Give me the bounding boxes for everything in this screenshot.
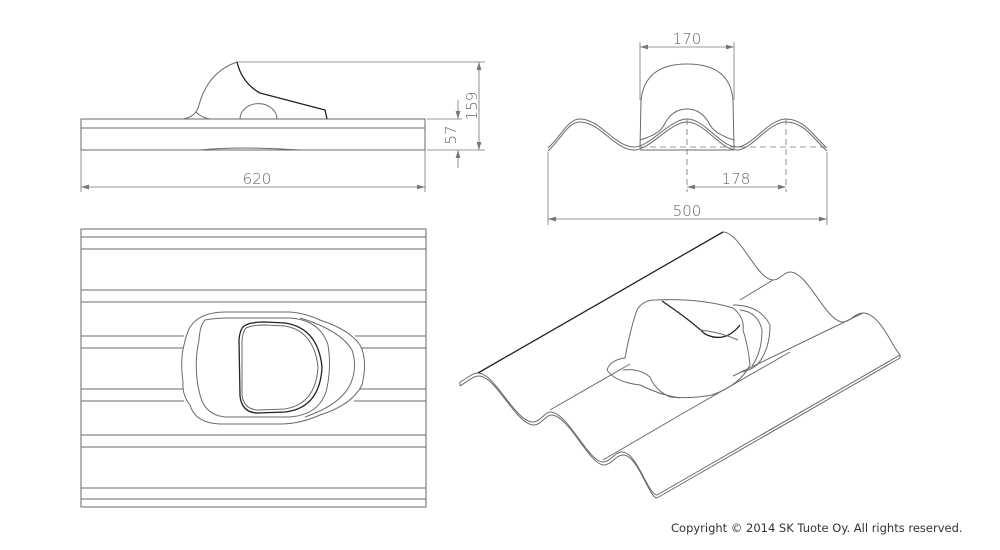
isometric-view xyxy=(459,231,901,499)
dim-sheet-height-label: 57 xyxy=(442,125,460,144)
dim-width-label: 500 xyxy=(673,202,702,220)
dim-collar-width-label: 170 xyxy=(673,30,702,48)
dim-total-height-label: 159 xyxy=(463,92,481,121)
front-view: 170 178 500 xyxy=(547,30,828,225)
dim-length-label: 620 xyxy=(243,170,272,188)
top-view xyxy=(80,228,427,508)
copyright-notice: Copyright © 2014 SK Tuote Oy. All rights… xyxy=(671,521,963,535)
dim-pitch-label: 178 xyxy=(722,170,751,188)
side-view: 620 159 57 xyxy=(80,61,485,192)
